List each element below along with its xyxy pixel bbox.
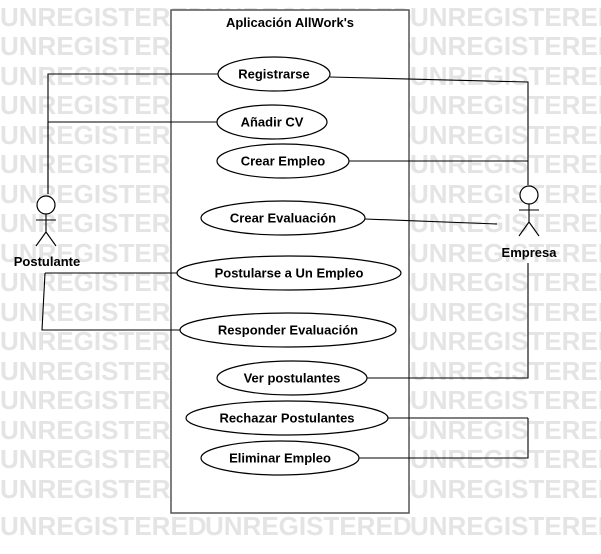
use-case-label: Ver postulantes [244, 371, 341, 386]
watermark-text: UNREGISTERED [410, 385, 601, 415]
actor-stick-figure [518, 204, 540, 237]
use-case-ellipse[interactable] [216, 104, 328, 140]
use-case-ellipse[interactable] [185, 400, 389, 436]
watermark-text: UNREGISTERED [410, 31, 601, 61]
association-empresa-eliminar-empleo[interactable] [359, 418, 529, 459]
association-lines [41, 73, 529, 459]
actor-head [519, 185, 539, 205]
watermark-text: UNREGISTERED [410, 297, 601, 327]
use-case-ver-postulantes[interactable]: Ver postulantes [216, 360, 368, 396]
use-case-ellipse[interactable] [176, 255, 402, 291]
watermark-text: UNREGISTERED [410, 238, 601, 268]
use-case-registrarse[interactable]: Registrarse [217, 56, 331, 92]
use-case-ellipse[interactable] [179, 312, 397, 348]
use-case-eliminar-empleo[interactable]: Eliminar Empleo [200, 440, 360, 476]
use-case-label: Añadir CV [241, 115, 304, 130]
use-case-ellipse[interactable] [200, 200, 366, 236]
use-case-anadir-cv[interactable]: Añadir CV [216, 104, 328, 140]
watermark-text: UNREGISTERED [410, 444, 601, 474]
actor-label: Postulante [14, 254, 80, 269]
use-case-label: Registrarse [238, 67, 310, 82]
use-case-crear-evaluacion[interactable]: Crear Evaluación [200, 200, 366, 236]
watermark-text: UNREGISTERED [410, 120, 601, 150]
watermark-text: UNREGISTERED [0, 511, 207, 541]
association-empresa-registrarse[interactable] [329, 76, 529, 185]
watermark-text: UNREGISTERED [410, 267, 601, 297]
watermark-text: UNREGISTERED [410, 208, 601, 238]
watermark-text: UNREGISTERED [410, 356, 601, 386]
use-case-postularse[interactable]: Postularse a Un Empleo [176, 255, 402, 291]
watermark-text: UNREGISTERED [410, 415, 601, 445]
actor-postulante[interactable]: Postulante [14, 195, 80, 269]
association-postulante-anadir-cv[interactable] [47, 121, 217, 194]
watermark-text: UNREGISTERED [410, 179, 601, 209]
watermark-text: UNREGISTERED [410, 90, 601, 120]
actor-empresa[interactable]: Empresa [502, 185, 558, 260]
use-case-responder-evaluacion[interactable]: Responder Evaluación [179, 312, 397, 348]
actor-label: Empresa [502, 245, 558, 260]
watermark-text: UNREGISTERED [410, 61, 601, 91]
use-case-label: Eliminar Empleo [229, 451, 331, 466]
use-case-ellipse[interactable] [217, 56, 331, 92]
use-case-label: Crear Empleo [241, 154, 326, 169]
actor-head [36, 195, 56, 215]
use-case-ellipse[interactable] [200, 440, 360, 476]
watermark-text: UNREGISTERED [410, 511, 601, 541]
watermark-text: UNREGISTERED [410, 326, 601, 356]
use-case-label: Responder Evaluación [218, 323, 358, 338]
use-case-ellipse[interactable] [216, 143, 350, 179]
association-empresa-crear-evaluacion[interactable] [364, 218, 498, 225]
use-case-label: Postularse a Un Empleo [215, 266, 364, 281]
watermark-text: UNREGISTERED [205, 511, 412, 541]
use-case-ellipse[interactable] [216, 360, 368, 396]
use-case-rechazar-postulantes[interactable]: Rechazar Postulantes [185, 400, 389, 436]
watermark-text: UNREGISTERED [410, 149, 601, 179]
association-postulante-responder-evaluacion[interactable] [41, 272, 180, 331]
actor-stick-figure [35, 214, 57, 247]
use-case-label: Crear Evaluación [230, 211, 336, 226]
actor-layer: Postulante Empresa [14, 185, 558, 269]
watermark-text: UNREGISTERED [410, 2, 601, 32]
watermark-text: UNREGISTERED [410, 474, 601, 504]
system-title: Aplicación AllWork's [226, 15, 354, 30]
use-case-label: Rechazar Postulantes [219, 411, 354, 426]
use-case-crear-empleo[interactable]: Crear Empleo [216, 143, 350, 179]
association-empresa-ver-postulantes[interactable] [367, 263, 529, 379]
